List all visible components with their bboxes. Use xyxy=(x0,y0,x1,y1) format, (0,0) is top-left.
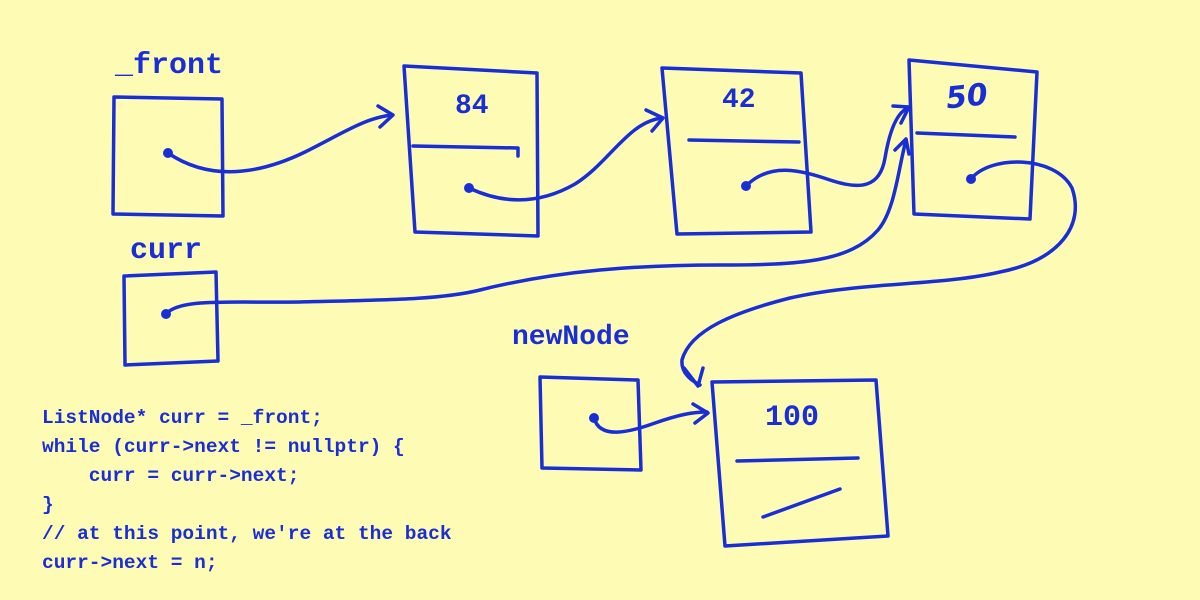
node-value: 84 xyxy=(455,91,489,122)
code-line: curr->next = n; xyxy=(42,552,218,574)
curr-label: curr xyxy=(130,234,202,268)
code-line: while (curr->next != nullptr) { xyxy=(42,436,405,458)
newnode-label: newNode xyxy=(512,322,630,353)
node-50-next-arrow xyxy=(680,160,1078,388)
front-label: _front xyxy=(114,49,223,83)
node-value: 42 xyxy=(722,85,756,116)
node-value: 50 xyxy=(944,77,989,116)
curr-pointer-box xyxy=(122,270,220,367)
list-node-100: 100 xyxy=(710,378,890,548)
curr-arrow xyxy=(164,137,911,316)
list-node-50: 50 xyxy=(907,58,1039,221)
code-line: curr = curr->next; xyxy=(42,465,300,487)
node-42-next-arrow xyxy=(744,104,911,188)
node-84-next-arrow xyxy=(467,108,665,202)
front-pointer-box xyxy=(111,95,225,218)
newnode-pointer-box xyxy=(538,375,643,472)
code-line: ListNode* curr = _front; xyxy=(42,407,323,429)
list-node-84: 84 xyxy=(402,64,540,238)
list-node-42: 42 xyxy=(660,66,813,236)
code-line: // at this point, we're at the back xyxy=(42,523,452,545)
node-value: 100 xyxy=(765,401,819,435)
code-snippet: ListNode* curr = _front;while (curr->nex… xyxy=(42,404,452,578)
newnode-arrow xyxy=(592,402,710,434)
code-line: } xyxy=(42,494,54,516)
front-arrow xyxy=(166,104,395,174)
